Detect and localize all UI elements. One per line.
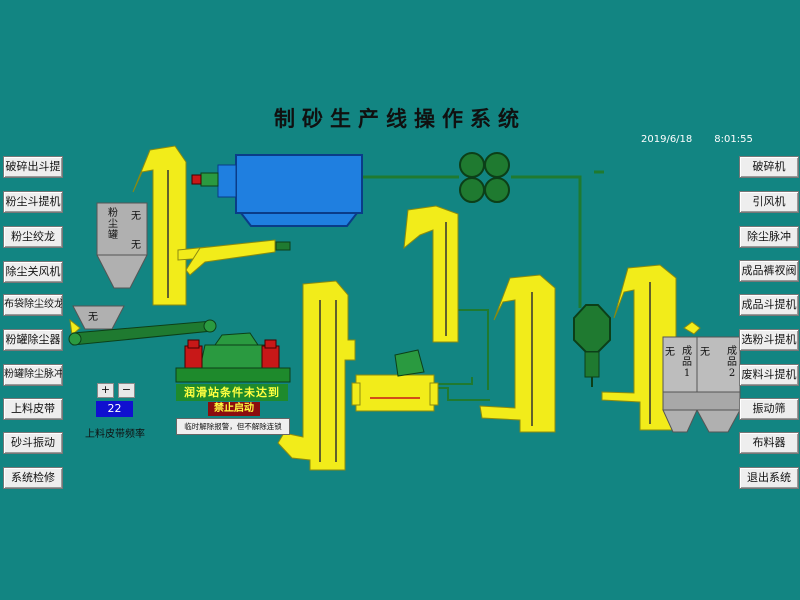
alarm-override-button[interactable]: 临时解除报警，但不解除连锁 [176, 418, 290, 435]
chute-elevator-to-screen [458, 309, 489, 390]
dust-collector [573, 304, 611, 387]
hopper-status: 无 [88, 312, 98, 323]
dust-tank-status-top: 无 [131, 211, 141, 222]
dust-tank [96, 202, 148, 289]
btn-dust-pulse[interactable]: 除尘脉冲 [739, 226, 799, 248]
freq-value[interactable]: 22 [96, 401, 133, 417]
freq-label: 上料皮带频率 [85, 429, 145, 440]
btn-vibrating-screen[interactable]: 振动筛 [739, 398, 799, 420]
dust-tank-status-bottom: 无 [131, 240, 141, 251]
btn-exit-system[interactable]: 退出系统 [739, 467, 799, 489]
bin1-name: 成品1 [682, 346, 692, 379]
vibrating-screen [351, 349, 439, 412]
time: 8:01:55 [714, 134, 753, 145]
elevator-4 [479, 274, 556, 433]
bin1-status: 无 [665, 347, 675, 358]
page-title: 制砂生产线操作系统 [274, 106, 526, 131]
elevator-3 [403, 205, 459, 343]
induced-fan [459, 152, 510, 203]
date: 2019/6/18 [641, 134, 693, 145]
btn-feed-belt[interactable]: 上料皮带 [3, 398, 63, 420]
bin2-name: 成品2 [727, 346, 737, 379]
btn-tank-dust-collector[interactable]: 粉罐除尘器 [3, 329, 63, 351]
chute-screen-to-left [432, 377, 473, 385]
btn-product-diverter[interactable]: 成品裤衩阀 [739, 260, 799, 282]
btn-induced-fan[interactable]: 引风机 [739, 191, 799, 213]
bin2-status: 无 [700, 347, 710, 358]
btn-crusher[interactable]: 破碎机 [739, 156, 799, 178]
btn-distributor[interactable]: 布料器 [739, 432, 799, 454]
btn-dust-screw[interactable]: 粉尘绞龙 [3, 226, 63, 248]
dust-hopper [69, 305, 125, 336]
btn-crusher-elevator[interactable]: 破碎出斗提 [3, 156, 63, 178]
btn-system-maintenance[interactable]: 系统检修 [3, 467, 63, 489]
btn-waste-elevator[interactable]: 废料斗提机 [739, 364, 799, 386]
start-forbidden-badge: 禁止启动 [208, 402, 260, 416]
chute-1 [185, 239, 276, 276]
btn-classifier-elevator[interactable]: 选粉斗提机 [739, 329, 799, 351]
lubrication-condition-alarm: 润滑站条件未达到 [176, 384, 288, 401]
freq-minus-button[interactable]: − [118, 383, 135, 398]
lubrication-station [175, 332, 291, 383]
elevator-2 [277, 280, 356, 471]
chute-screen-to-elevator [438, 387, 490, 401]
datetime: 2019/6/18 8:01:55 [641, 134, 753, 145]
btn-tank-pulse[interactable]: 粉罐除尘脉冲 [3, 364, 63, 386]
duct-fan-to-collector [511, 175, 582, 308]
btn-dust-air-lock[interactable]: 除尘关风机 [3, 261, 63, 283]
dust-tank-label: 粉尘罐 [108, 208, 118, 241]
btn-sand-vibration[interactable]: 砂斗振动 [3, 432, 63, 454]
elevator-5 [601, 264, 701, 431]
screw-conveyor [68, 319, 217, 346]
btn-bag-filter-screw[interactable]: 布袋除尘绞龙 [3, 294, 63, 316]
product-bins [662, 336, 741, 433]
crusher [191, 154, 363, 227]
btn-dust-elevator[interactable]: 粉尘斗提机 [3, 191, 63, 213]
btn-product-elevator[interactable]: 成品斗提机 [739, 294, 799, 316]
freq-plus-button[interactable]: + [97, 383, 114, 398]
